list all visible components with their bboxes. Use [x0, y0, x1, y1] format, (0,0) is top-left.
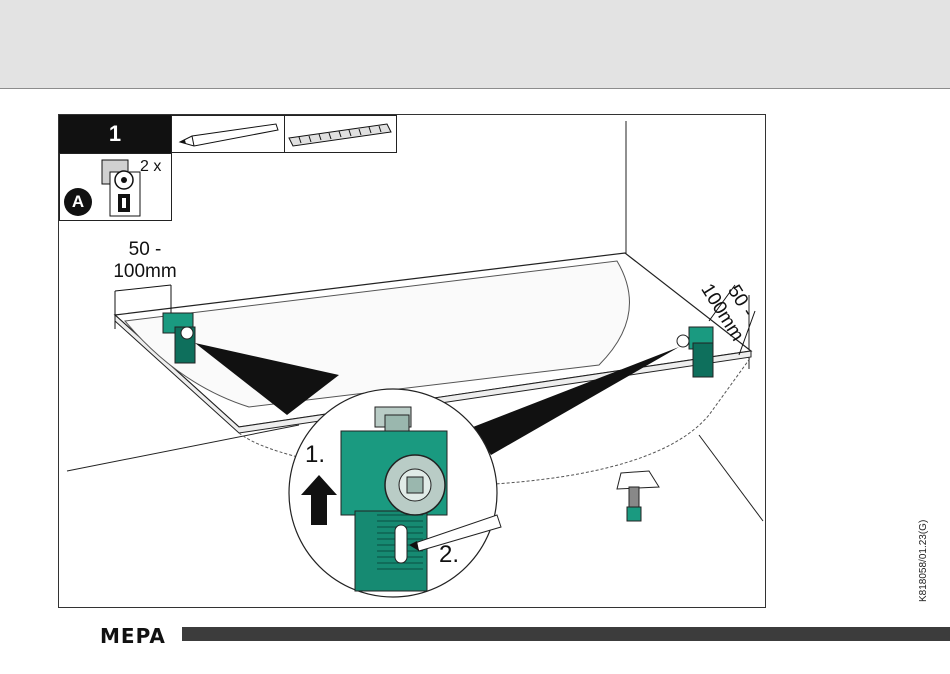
- floor-line-right: [699, 435, 763, 521]
- instruction-frame: 1 2 x A: [58, 114, 766, 608]
- pencil-icon: [172, 116, 284, 152]
- tub-foot: [617, 471, 659, 521]
- document-code: K818058/01.23(G): [918, 520, 929, 602]
- floor-line-left: [67, 425, 299, 471]
- header-band: [0, 0, 950, 89]
- parts-cell: 2 x A: [59, 153, 172, 221]
- brand-logo: MEPA: [100, 624, 166, 648]
- callout-step-2: 2.: [439, 541, 459, 569]
- spirit-level-icon: [285, 116, 396, 152]
- dimension-left: 50 - 100mm: [105, 239, 185, 283]
- tool-cell-pencil: [171, 115, 285, 153]
- step-number: 1: [59, 115, 171, 153]
- brand-bar: [182, 627, 950, 641]
- part-badge: A: [64, 188, 92, 216]
- callout-step-1: 1.: [305, 441, 325, 469]
- tool-cell-level: [284, 115, 397, 153]
- quantity-label: 2 x: [140, 158, 161, 176]
